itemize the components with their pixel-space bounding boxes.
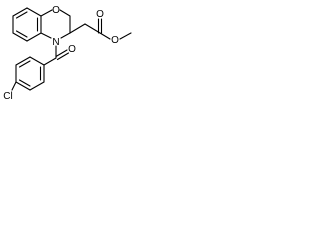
double-bond <box>56 52 70 61</box>
bond <box>15 81 31 91</box>
bond <box>59 9 71 17</box>
bond <box>119 32 132 40</box>
chlorine-label: Cl <box>3 91 12 102</box>
bond <box>43 57 57 66</box>
bond <box>11 81 17 91</box>
double-bond <box>55 49 68 58</box>
ring-oxygen-label: O <box>52 5 60 16</box>
carbonyl-oxygen-label: O <box>68 44 76 55</box>
bond <box>29 56 45 66</box>
double-bond-inner <box>18 60 31 68</box>
double-bond-inner <box>15 11 28 19</box>
bond <box>69 23 86 34</box>
bond <box>15 56 31 66</box>
bond <box>12 32 28 42</box>
bond <box>40 9 53 17</box>
ester-oxygen-label: O <box>111 35 119 46</box>
chemical-structure-diagram: O N O O O Cl <box>3 5 132 102</box>
double-bond-inner <box>18 79 31 87</box>
bond <box>84 23 101 34</box>
bond <box>26 32 42 42</box>
chlorophenyl-ring <box>11 56 45 91</box>
fused-benzene-ring <box>12 7 42 42</box>
bond <box>12 7 28 17</box>
amide-carbonyl <box>43 45 70 66</box>
oxazine-ring <box>40 9 71 39</box>
ester-carbonyl-oxygen-label: O <box>96 9 104 20</box>
methyl-acetate-side-chain <box>69 18 132 40</box>
double-bond-inner <box>15 30 28 38</box>
bond <box>40 32 52 39</box>
bond <box>99 32 111 40</box>
bond <box>26 7 42 17</box>
ring-nitrogen-label: N <box>52 37 59 48</box>
bond <box>60 32 71 39</box>
atom-labels: O N O O O Cl <box>3 5 119 102</box>
bond <box>29 81 45 91</box>
